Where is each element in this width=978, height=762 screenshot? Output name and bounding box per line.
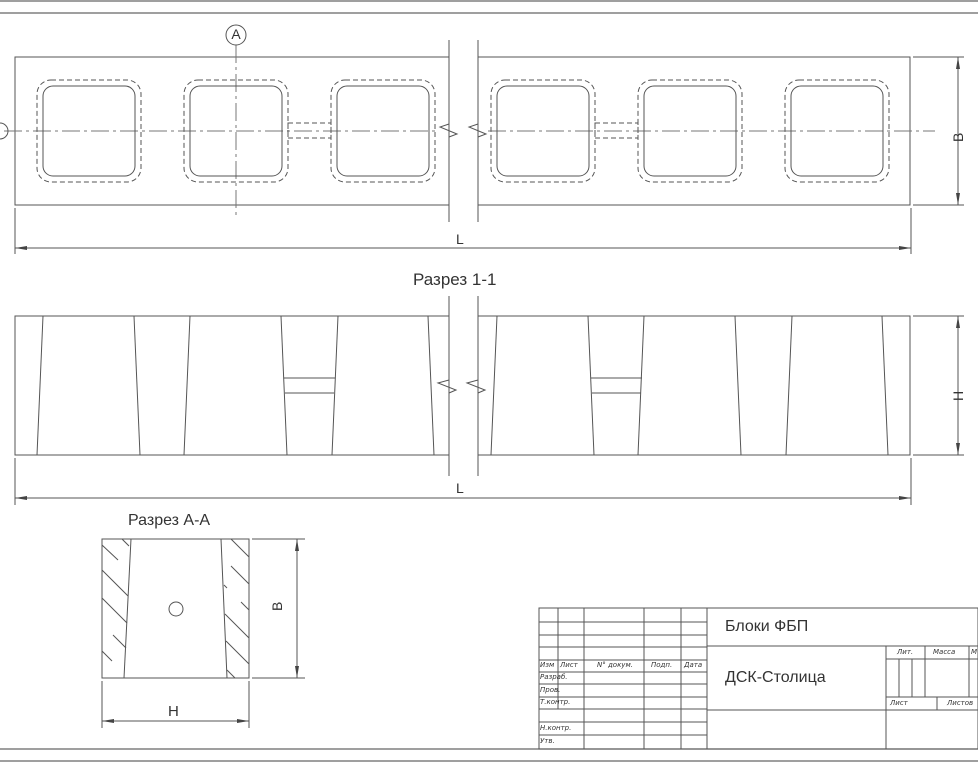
col-sign: Подп. [651, 661, 673, 669]
col-doc-no: N° докум. [597, 661, 633, 669]
stage-mass: Масса [933, 648, 956, 656]
plan-dim-width-text: B [950, 132, 966, 142]
row-utv: Утв. [540, 737, 555, 745]
plan-dim-width-label: B [950, 113, 976, 142]
col-date: Дата [684, 661, 703, 669]
section-marker-a-label: A [231, 26, 241, 42]
row-razrab: Разраб. [540, 673, 568, 681]
section-1-1-view [14, 296, 964, 505]
row-nkontr: Н.контр. [540, 724, 572, 732]
section-A-A-dim-width-text: B [269, 601, 285, 611]
product-name: Блоки ФБП [725, 618, 809, 635]
section-1-1-dim-length-label: L [456, 480, 464, 496]
section-A-A-dim-height-label: H [168, 703, 179, 720]
section-A-A-dim-width-label: B [269, 592, 295, 611]
col-list: Лист [560, 661, 578, 669]
row-tkontr: Т.контр. [540, 698, 571, 706]
section-A-A-view [101, 538, 305, 728]
stage-sheets: Листов [947, 699, 974, 707]
section-marker-circle [225, 24, 247, 46]
row-prov: Пров. [540, 686, 561, 694]
section-1-1-title: Разрез 1-1 [413, 270, 497, 289]
section-1-1-dim-height-label: H [950, 371, 976, 401]
plan-view [0, 24, 964, 254]
col-izm: Изм [540, 661, 555, 669]
title-block [538, 607, 978, 750]
section-A-A-title: Разрез А-А [128, 512, 211, 529]
plan-dim-length-label: L [456, 231, 464, 247]
stage-sheet: Лист [890, 699, 908, 707]
section-1-1-dim-height-text: H [950, 390, 966, 401]
stage-scale: М [971, 648, 978, 656]
company-name: ДСК-Столица [725, 669, 826, 686]
stage-lit: Лит. [897, 648, 914, 656]
